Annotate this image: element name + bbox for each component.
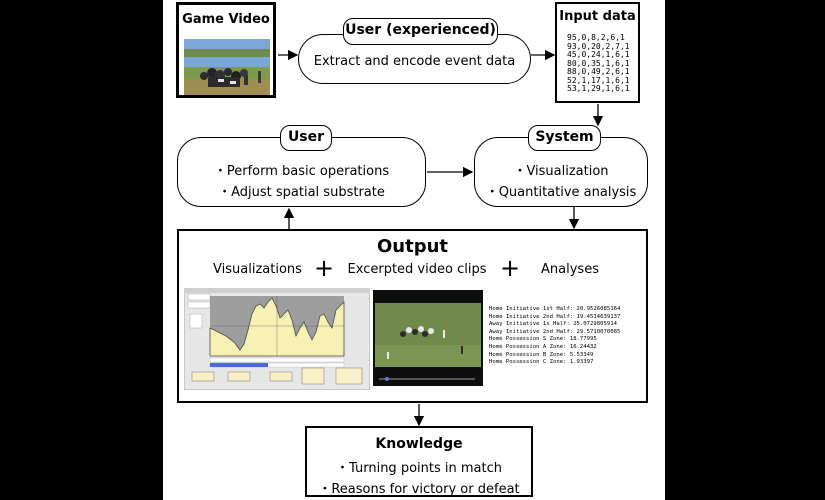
analysis-line: Home Initiative 2nd Half: 19.4514639137 <box>489 313 621 320</box>
input-data-row: 95,0,8,2,6,1 <box>567 33 625 42</box>
system-item-2: ・Quantitative analysis <box>485 185 637 200</box>
analysis-line: Away Initiative 1s Half: 25.0729805914 <box>489 321 617 328</box>
user-item-1: ・Perform basic operations <box>213 164 390 179</box>
expert-user-task: Extract and encode event data <box>313 54 516 69</box>
system-label-box <box>528 125 601 151</box>
user-title: User <box>287 129 325 145</box>
knowledge-box <box>305 426 533 497</box>
knowledge-title: Knowledge <box>375 436 463 452</box>
analysis-line: Home Initiative 1st Half: 20.9526085164 <box>489 306 621 312</box>
input-data-row: 53,1,29,1,6,1 <box>567 84 630 93</box>
video-clip-frame <box>373 290 483 386</box>
analysis-line: Home Possession S Zone: 18.77995 <box>489 336 597 343</box>
analysis-line: Home Possession A Zone: 16.24432 <box>489 343 597 350</box>
system-title: System <box>535 129 594 145</box>
output-label-analyses: Analyses <box>541 262 599 277</box>
input-data-row: 93,0,20,2,7,1 <box>567 41 630 51</box>
input-data-row: 80,0,35,1,6,1 <box>567 58 630 68</box>
expert-user-title: User (experienced) <box>345 22 496 38</box>
visualization-screenshot <box>184 288 370 390</box>
knowledge-item-1: ・Turning points in match <box>336 461 502 476</box>
input-data-title: Input data <box>559 9 636 24</box>
input-data-row: 88,0,49,2,6,1 <box>567 67 630 76</box>
analysis-line: Home Possession C Zone: 1.93397 <box>489 359 594 366</box>
analysis-line: Home Possession B Zone: 5.53349 <box>489 351 594 358</box>
input-data-box <box>555 2 640 103</box>
system-item-1: ・Visualization <box>513 164 609 179</box>
input-data-row: 45,0,24,1,6,1 <box>567 50 630 59</box>
output-label-visualizations: Visualizations <box>213 262 302 277</box>
analysis-line: Away Initiative 2nd Half: 29.5710070085 <box>489 328 621 335</box>
game-video-title: Game Video <box>182 12 270 27</box>
knowledge-item-2: ・Reasons for victory or defeat <box>318 482 520 497</box>
output-plus-1: + <box>313 254 335 282</box>
user-item-2: ・Adjust spatial substrate <box>218 185 385 200</box>
expert-user-label-box <box>343 18 498 45</box>
user-label-box <box>280 125 332 151</box>
game-video-box: Game Video <box>176 2 276 98</box>
input-data-row: 52,1,17,1,6,1 <box>567 75 630 85</box>
output-plus-2: + <box>499 254 521 282</box>
game-video-thumbnail <box>184 39 270 95</box>
output-title: Output <box>376 236 449 257</box>
output-label-video-clips: Excerpted video clips <box>347 262 487 277</box>
